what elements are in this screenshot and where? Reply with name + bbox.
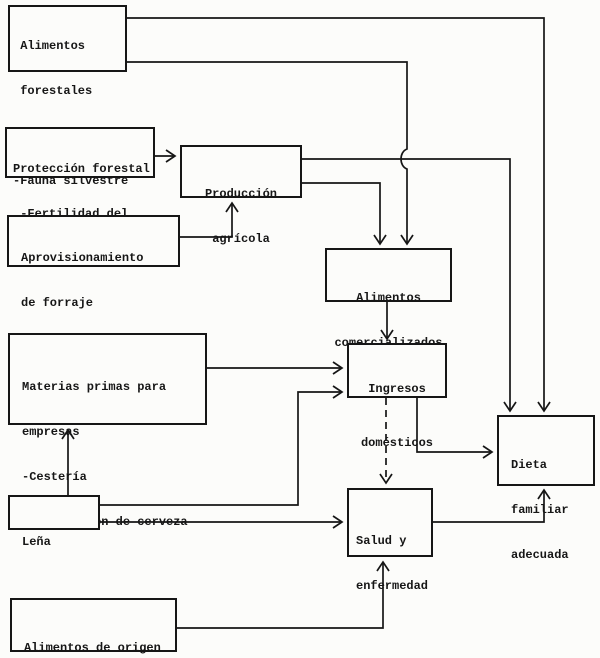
edge-salud-to-dieta	[433, 488, 551, 523]
box-dieta-familiar: Dieta familiar adecuada	[497, 415, 595, 562]
box-alimentos-origen-forestal: Alimentos de origen forestal	[10, 598, 177, 655]
box-alimentos-forestales: Alimentos forestales -Nueces -Fauna silv…	[8, 5, 128, 188]
edge-ingresos-to-dieta	[416, 398, 494, 459]
box-text-line: de forraje	[21, 296, 94, 310]
box-text-line: forestales	[13, 84, 93, 98]
edge-origen-to-salud	[177, 560, 390, 629]
box-text-line: Alimentos	[356, 291, 421, 305]
box-text-line: agrícola	[212, 232, 270, 246]
box-text-line: familiar	[511, 503, 569, 517]
box-text-line: Leña	[22, 535, 51, 549]
box-text-line: adecuada	[511, 548, 569, 562]
box-text-line: empresas	[22, 425, 80, 439]
box-text-line: Alimentos	[13, 39, 86, 53]
box-text-line: Salud y	[356, 534, 407, 548]
edge-forestales-to-comercializados	[127, 61, 414, 246]
box-produccion-agricola: Producción agrícola	[180, 145, 302, 246]
box-text-line: Producción	[204, 187, 277, 201]
box-text-line: Ingresos	[368, 382, 426, 396]
box-text-line: enfermedad	[356, 579, 429, 593]
edge-produccion-to-dieta	[302, 158, 517, 413]
box-ingresos-domesticos: Ingresos domésticos	[347, 343, 447, 450]
edge-forraje-to-produccion	[180, 201, 239, 238]
box-salud-enfermedad: Salud y enfermedad	[347, 488, 433, 593]
box-text-line: Alimentos de origen	[24, 641, 161, 655]
box-text-line: Dieta	[511, 458, 548, 472]
box-text-line: Protección forestal	[13, 162, 150, 176]
box-aprovisionamiento-forraje: Aprovisionamiento de forraje -Vainas de …	[7, 215, 180, 355]
edge-lena-to-ingresos	[100, 385, 344, 506]
box-text-line: Aprovisionamiento	[21, 251, 144, 265]
box-text-line: -Cestería	[22, 470, 87, 484]
box-proteccion-forestal: Protección forestal -Fertilidad del suel…	[5, 127, 155, 266]
box-alimentos-comercializados: Alimentos comercializados	[325, 248, 452, 350]
box-materias-primas: Materias primas para empresas -Cestería …	[8, 333, 207, 529]
box-text-line: Materias primas para	[22, 380, 167, 394]
box-lena: Leña	[8, 495, 100, 549]
edge-forestales-to-dieta	[127, 17, 551, 413]
edge-produccion-to-comercializados	[302, 182, 387, 246]
box-text-line: domésticos	[360, 436, 433, 450]
